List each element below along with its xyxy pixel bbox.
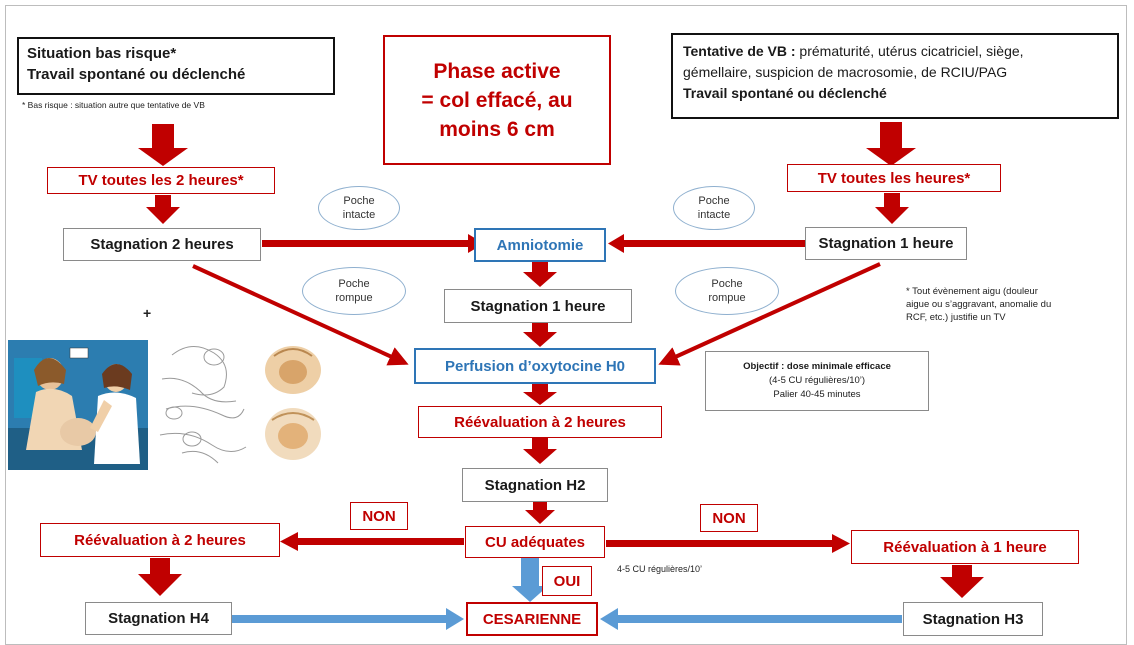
tv-every-hour-box: TV toutes les heures*: [787, 164, 1001, 192]
arrow-stag1h-to-amnio: [608, 234, 806, 253]
bubble-line: Poche: [343, 195, 375, 207]
down-arrow-right-top: [866, 122, 916, 166]
down-arrow-reeval-right: [940, 565, 984, 598]
bubble-line: intacte: [697, 209, 731, 221]
pelvis-illustration: [265, 346, 321, 460]
vb-attempt-box: Tentative de VB : prématurité, utérus ci…: [671, 33, 1119, 119]
plus-mark: +: [143, 305, 152, 321]
perfusion-oxytocine-box: Perfusion d’oxytocine H0: [414, 348, 656, 384]
diagonal-arrow-left: [192, 264, 409, 366]
vb-attempt-labour: Travail spontané ou déclenché: [683, 85, 887, 101]
phase-line-1: Phase active: [433, 59, 561, 83]
bubble-line: Poche: [711, 278, 743, 290]
poche-rompue-right-bubble: Poche rompue: [675, 267, 779, 315]
poche-intacte-left-bubble: Poche intacte: [318, 186, 400, 230]
diagonal-arrow-right: [658, 262, 881, 366]
arrow-h3-to-cesarienne: [600, 608, 902, 630]
stagnation-h3-box: Stagnation H3: [903, 602, 1043, 636]
bubble-line: intacte: [342, 209, 376, 221]
phase-active-box: Phase active = col effacé, au moins 6 cm: [383, 35, 611, 165]
down-arrow-reeval: [523, 438, 557, 464]
down-arrow-reeval-left: [138, 558, 182, 596]
arrow-non-left: [280, 532, 464, 551]
down-arrow-stagh2: [525, 502, 555, 524]
down-arrow-left-top: [138, 124, 188, 166]
low-risk-footnote: * Bas risque : situation autre que tenta…: [22, 100, 205, 110]
cu-regular-note: 4-5 CU régulières/10’: [617, 564, 703, 574]
stagnation-h2-box: Stagnation H2: [462, 468, 608, 502]
arrow-oui-down: [512, 558, 548, 602]
vb-attempt-conditions: prématurité, utérus cicatriciel, siège,: [795, 43, 1024, 59]
objectif-box: Objectif : dose minimale efficace (4-5 C…: [705, 351, 929, 411]
bubble-line: rompue: [335, 292, 373, 304]
oui-label: OUI: [542, 566, 592, 596]
vb-attempt-line-1: Tentative de VB : prématurité, utérus ci…: [683, 41, 1107, 62]
acute-note-line: RCF, etc.) justifie un TV: [906, 312, 1006, 323]
stagnation-2-hours-box: Stagnation 2 heures: [63, 228, 261, 261]
fetal-position-sketch: [159, 346, 247, 464]
objectif-line-1: Objectif : dose minimale efficace: [743, 360, 891, 374]
stagnation-1-hour-right-box: Stagnation 1 heure: [805, 227, 967, 260]
objectif-line-2: (4-5 CU régulières/10’): [768, 375, 866, 386]
non-right-label: NON: [700, 504, 758, 532]
cu-adequates-box: CU adéquates: [465, 526, 605, 558]
amniotomie-box: Amniotomie: [474, 228, 606, 262]
cesarienne-box: CESARIENNE: [466, 602, 598, 636]
stagnation-1-hour-center-box: Stagnation 1 heure: [444, 289, 632, 323]
vb-attempt-line-2: gémellaire, suspicion de macrosomie, de …: [683, 64, 1008, 80]
stagnation-h4-box: Stagnation H4: [85, 602, 232, 635]
acute-event-note: * Tout évènement aigu (douleur aigue ou …: [906, 285, 1051, 324]
arrow-non-right: [606, 534, 850, 553]
bubble-line: Poche: [698, 195, 730, 207]
bubble-line: rompue: [708, 292, 746, 304]
non-left-label: NON: [350, 502, 408, 530]
down-arrow-tv-right: [875, 193, 909, 224]
midwife-patient-illustration: [8, 340, 148, 470]
tv-every-2-hours-box: TV toutes les 2 heures*: [47, 167, 275, 194]
phase-line-3: moins 6 cm: [439, 117, 555, 141]
acute-note-line: * Tout évènement aigu (douleur: [906, 286, 1038, 297]
down-arrow-stag1h: [523, 323, 557, 347]
phase-line-2: = col effacé, au: [421, 88, 573, 112]
down-arrow-perfusion: [523, 384, 557, 405]
arrow-h4-to-cesarienne: [232, 608, 464, 630]
objectif-line-3: Palier 40-45 minutes: [773, 389, 861, 400]
bubble-line: Poche: [338, 278, 370, 290]
arrow-stag2h-to-amnio: [262, 234, 484, 253]
objectif-rest: dose minimale efficace: [784, 361, 891, 372]
low-risk-situation-box: Situation bas risque* Travail spontané o…: [17, 37, 335, 95]
objectif-lead: Objectif :: [743, 361, 785, 372]
vb-attempt-lead: Tentative de VB :: [683, 43, 796, 59]
poche-intacte-right-bubble: Poche intacte: [673, 186, 755, 230]
down-arrow-amnio: [523, 262, 557, 287]
reevaluation-1h-right-box: Réévaluation à 1 heure: [851, 530, 1079, 564]
low-risk-title: Situation bas risque*: [27, 45, 177, 62]
reevaluation-2h-left-box: Réévaluation à 2 heures: [40, 523, 280, 557]
acute-note-line: aigue ou s’aggravant, anomalie du: [906, 299, 1052, 310]
down-arrow-tv-left: [146, 195, 180, 224]
low-risk-labour: Travail spontané ou déclenché: [27, 66, 246, 83]
poche-rompue-left-bubble: Poche rompue: [302, 267, 406, 315]
reevaluation-2h-center-box: Réévaluation à 2 heures: [418, 406, 662, 438]
